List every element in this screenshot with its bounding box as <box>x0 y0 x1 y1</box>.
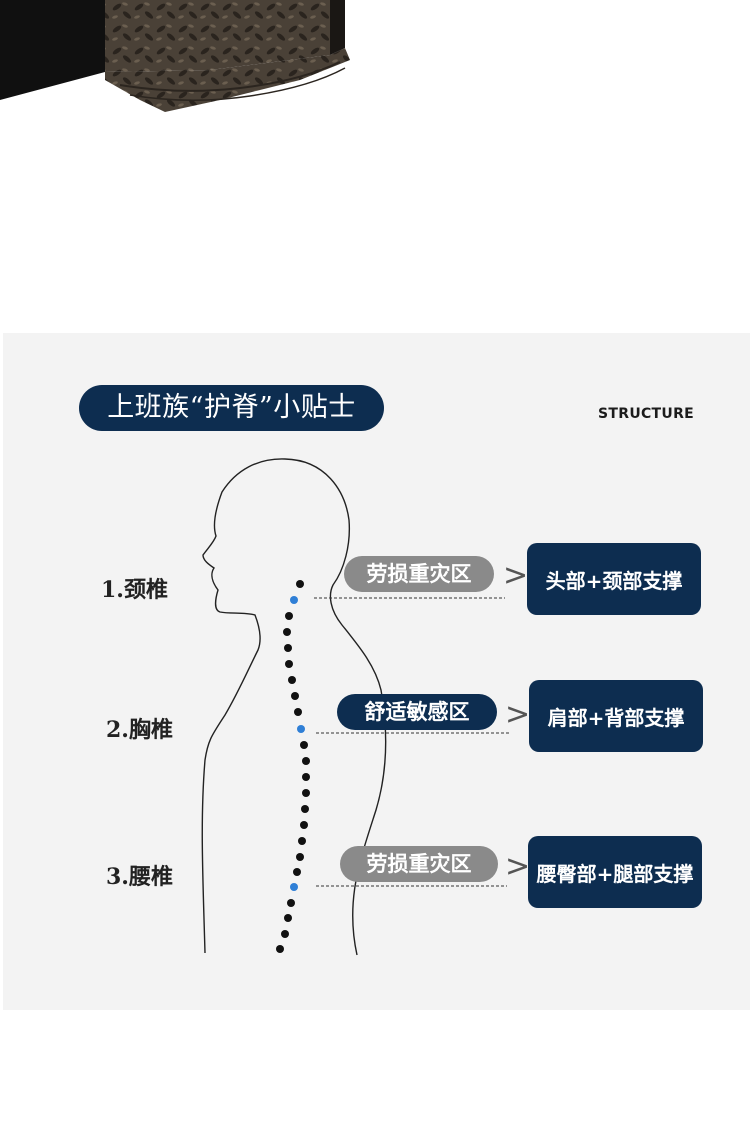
spine-dot <box>283 628 291 636</box>
spine-dot <box>296 580 304 588</box>
arrow-icon: > <box>505 849 531 884</box>
zone-pill-thoracic: 舒适敏感区 <box>337 694 497 730</box>
spine-dot <box>300 741 308 749</box>
spine-dot <box>294 708 302 716</box>
spine-dot <box>287 899 295 907</box>
body-silhouette <box>201 458 387 956</box>
segment-label-cervical: 1.颈椎 <box>101 577 168 603</box>
spine-dot <box>291 692 299 700</box>
spine-dot <box>288 676 296 684</box>
spine-dot-highlight <box>297 725 305 733</box>
arrow-icon: > <box>505 697 531 732</box>
support-box-back: 肩部+背部支撑 <box>529 680 703 752</box>
spine-dot <box>296 853 304 861</box>
spine-dot <box>284 914 292 922</box>
spine-dot <box>302 773 310 781</box>
spine-dot-highlight <box>290 596 298 604</box>
spine-dot <box>281 930 289 938</box>
brand-tag: STRUCTURE <box>598 406 695 422</box>
segment-label-lumbar: 3.腰椎 <box>106 864 173 890</box>
spine-dot <box>285 660 293 668</box>
title-pill: 上班族“护脊”小贴士 <box>79 385 384 431</box>
spine-dot <box>301 805 309 813</box>
spine-dot <box>293 868 301 876</box>
spine-dot <box>298 837 306 845</box>
spine-dot <box>285 612 293 620</box>
support-box-neck: 头部+颈部支撑 <box>527 543 701 615</box>
zone-pill-lumbar: 劳损重灾区 <box>340 846 498 882</box>
support-box-leg: 腰臀部+腿部支撑 <box>528 836 702 908</box>
spine-dot <box>276 945 284 953</box>
arrow-icon: > <box>503 558 529 593</box>
spine-dot <box>302 757 310 765</box>
spine-dots <box>276 580 310 953</box>
segment-label-thoracic: 2.胸椎 <box>106 717 173 743</box>
spine-dot <box>284 644 292 652</box>
zone-pill-cervical: 劳损重灾区 <box>344 556 494 592</box>
spine-dot-highlight <box>290 883 298 891</box>
sofa-photo <box>0 0 750 120</box>
spine-dot <box>300 821 308 829</box>
spine-dot <box>302 789 310 797</box>
